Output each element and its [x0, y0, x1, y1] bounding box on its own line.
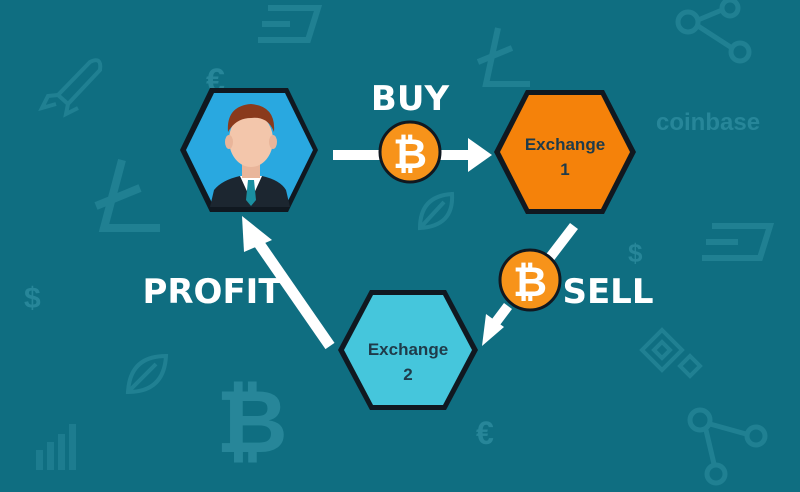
bitcoin-icon: ₿ [513, 257, 547, 306]
businessman-avatar-icon [210, 104, 290, 207]
exchange-1-node: Exchange 1 [494, 90, 636, 214]
background-icons: € coinbase $ $ [24, 0, 775, 486]
litecoin-icon-top [476, 27, 530, 87]
euro-icon-bottom: € [476, 415, 494, 451]
buy-label: BUY [371, 79, 450, 119]
exchange-1-number: 1 [560, 160, 569, 179]
sell-arrow [482, 222, 578, 346]
ripple-logo-icon [675, 0, 752, 64]
dollar-symbol-left: $ [24, 282, 41, 315]
bitcoin-coin-buy: ₿ [378, 120, 442, 184]
exchange-2-label: Exchange [368, 340, 448, 359]
leaf-icon [417, 191, 455, 231]
coinbase-watermark: coinbase [656, 109, 760, 136]
euro-symbol-bottom: € [476, 415, 494, 451]
profit-arrow [242, 216, 335, 350]
exchange-2-hexagon [344, 295, 472, 405]
buy-arrow [333, 138, 492, 172]
litecoin-icon-left [94, 158, 160, 232]
bitcoin-watermark-symbol: ₿ [216, 372, 288, 471]
dollar-symbol-right: $ [628, 238, 643, 268]
rocket-icon [38, 58, 103, 118]
sell-label: SELL [562, 272, 653, 312]
exchange-2-node: Exchange 2 [338, 290, 478, 410]
exchange-2-number: 2 [403, 365, 412, 384]
leaf-icon-left [125, 353, 169, 395]
exchange-1-hexagon [500, 95, 630, 209]
dash-logo-icon [258, 5, 323, 43]
trader-node [180, 88, 318, 212]
bar-chart-icon [36, 424, 76, 470]
flow-arrows [242, 138, 578, 350]
exchange-1-label: Exchange [525, 135, 605, 154]
dollar-icon-right: $ [628, 238, 643, 268]
binance-logo-icon [639, 327, 703, 379]
bitcoin-coin-sell: ₿ [498, 248, 562, 312]
profit-label: PROFIT [142, 272, 282, 312]
ripple-logo-icon-bottom [687, 407, 768, 486]
bitcoin-watermark-icon: ₿ [216, 372, 288, 471]
bitcoin-icon: ₿ [393, 129, 427, 178]
dollar-icon-left: $ [24, 282, 41, 315]
dash-logo-icon-right [702, 223, 775, 261]
